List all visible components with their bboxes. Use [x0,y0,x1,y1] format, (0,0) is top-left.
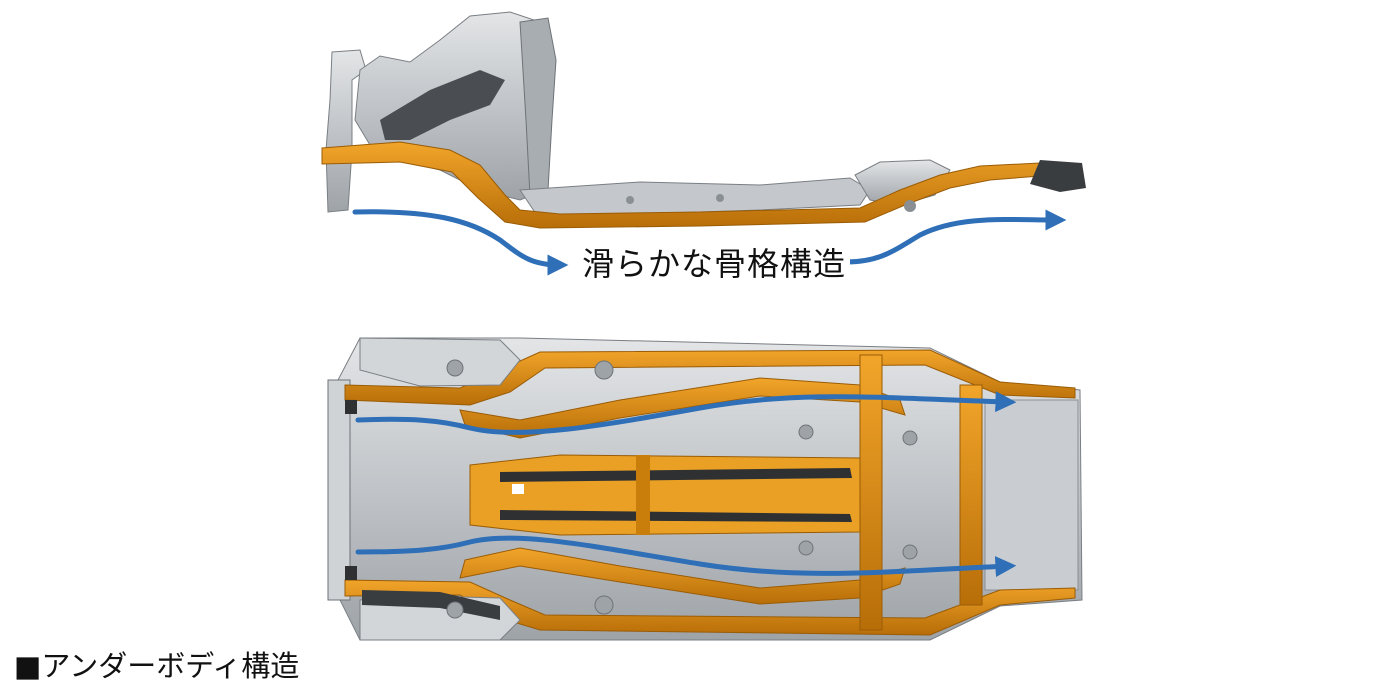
strut-reinforcement [380,70,505,140]
bottom-view-frame [327,337,1083,641]
side-flow-arrow-rear [843,209,1067,265]
rear-crossmember [959,384,983,606]
rear-end-panel [1030,160,1086,192]
front-bumper-post [325,49,367,213]
right-inner-rail [459,547,906,605]
front-dark-member-right [362,590,500,620]
floor-crossmember-2 [859,354,883,631]
floor-crossmember-1 [636,455,650,535]
center-tunnel [469,454,881,536]
hinge-pillar [519,17,557,197]
rear-floor-panel [984,399,1079,591]
side-flow-arrow-front [352,209,569,276]
underbody-structure-caption: ■アンダーボディ構造 [14,649,300,683]
left-inner-rail [459,377,906,439]
front-crossmember [327,379,351,601]
front-wheelhouse-left [359,337,521,387]
bottom-flow-arrow-upper [355,391,1017,435]
bottom-flow-arrow-lower [355,535,1017,578]
tunnel-inner-dark [500,468,852,482]
tunnel-inner-dark-2 [500,510,852,522]
smooth-frame-structure-label: 滑らかな骨格構造 [578,242,851,286]
side-view-frame [321,11,1086,229]
